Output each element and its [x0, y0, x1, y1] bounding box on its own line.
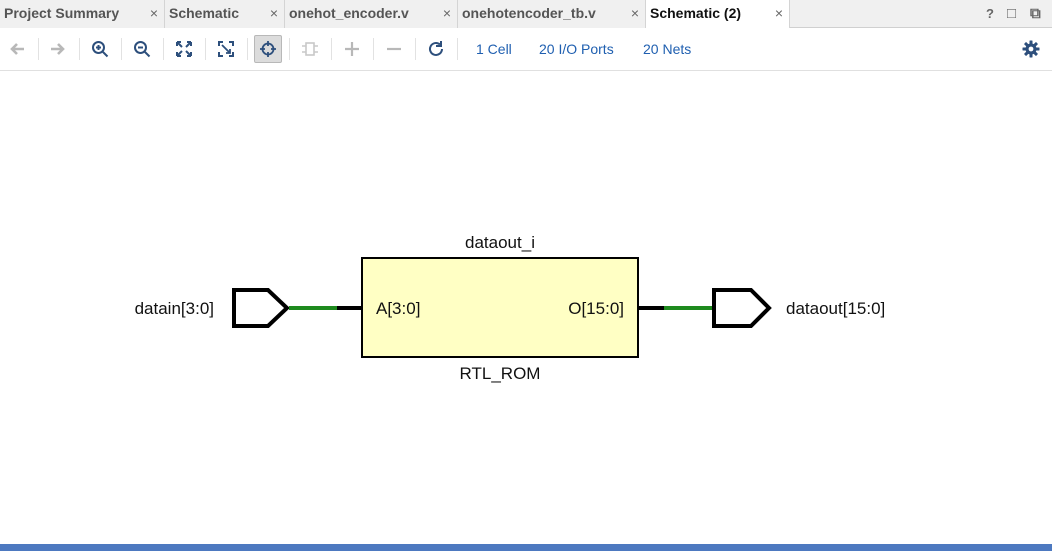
zoom-fit-selection-button[interactable] — [212, 35, 240, 63]
schematic-drawing: datain[3:0] dataout_i A[3:0] O[15:0] RTL… — [135, 233, 886, 383]
schematic-canvas[interactable]: datain[3:0] dataout_i A[3:0] O[15:0] RTL… — [0, 71, 1052, 544]
nets-link[interactable]: 20 Nets — [643, 41, 692, 57]
collapse-cell-button[interactable] — [296, 35, 324, 63]
gear-icon — [1022, 40, 1040, 58]
fit-view-button[interactable] — [170, 35, 198, 63]
forward-arrow-icon — [51, 43, 65, 55]
zoom-out-icon — [134, 41, 151, 58]
collapse-cell-icon — [302, 42, 318, 56]
input-port-symbol[interactable] — [232, 288, 290, 328]
cell-type-label: RTL_ROM — [460, 364, 541, 383]
tab-label: Schematic — [169, 5, 240, 21]
zoom-fit-selection-icon — [218, 41, 234, 57]
tab-schematic-2[interactable]: Schematic (2) × — [646, 0, 790, 29]
input-pin-label: A[3:0] — [376, 299, 420, 318]
close-icon[interactable]: × — [149, 5, 158, 21]
cell-count-link[interactable]: 1 Cell — [476, 41, 512, 57]
tab-label: Schematic (2) — [650, 5, 742, 21]
schematic-toolbar: 1 Cell 20 I/O Ports 20 Nets — [0, 28, 1052, 71]
back-button[interactable] — [3, 35, 31, 63]
zoom-in-button[interactable] — [86, 35, 114, 63]
close-icon[interactable]: × — [774, 5, 783, 21]
cell-instance-name: dataout_i — [465, 233, 535, 252]
tab-onehot-encoder[interactable]: onehot_encoder.v × — [285, 0, 458, 28]
forward-button[interactable] — [44, 35, 72, 63]
close-icon[interactable]: × — [269, 5, 278, 21]
output-port-symbol[interactable] — [712, 288, 772, 328]
tab-label: Project Summary — [4, 5, 120, 21]
tab-project-summary[interactable]: Project Summary × — [0, 0, 165, 28]
float-window-icon[interactable]: ⧉ — [1030, 5, 1041, 22]
collapse-button[interactable] — [380, 35, 408, 63]
expand-icon — [345, 42, 359, 56]
settings-button[interactable] — [1017, 35, 1045, 63]
tab-schematic[interactable]: Schematic × — [165, 0, 285, 28]
expand-button[interactable] — [338, 35, 366, 63]
refresh-button[interactable] — [422, 35, 450, 63]
tab-bar: Project Summary × Schematic × onehot_enc… — [0, 0, 1052, 29]
io-ports-link[interactable]: 20 I/O Ports — [539, 41, 614, 57]
output-pin-label: O[15:0] — [568, 299, 624, 318]
close-icon[interactable]: × — [442, 5, 451, 21]
back-arrow-icon — [10, 43, 24, 55]
zoom-in-icon — [92, 41, 109, 58]
tab-onehotencoder-tb[interactable]: onehotencoder_tb.v × — [458, 0, 646, 28]
collapse-icon — [387, 47, 401, 51]
tab-label: onehotencoder_tb.v — [462, 5, 596, 21]
restore-icon[interactable]: □ — [1007, 5, 1017, 22]
bottom-accent-bar — [0, 544, 1052, 551]
tab-label: onehot_encoder.v — [289, 5, 409, 21]
zoom-out-button[interactable] — [128, 35, 156, 63]
input-port-label: datain[3:0] — [135, 299, 214, 318]
output-port-label: dataout[15:0] — [786, 299, 885, 318]
close-icon[interactable]: × — [630, 5, 639, 21]
fit-view-icon — [176, 41, 192, 57]
refresh-icon — [429, 41, 443, 56]
select-area-icon — [260, 41, 276, 57]
select-area-button[interactable] — [254, 35, 282, 63]
help-icon[interactable]: ? — [986, 6, 994, 21]
